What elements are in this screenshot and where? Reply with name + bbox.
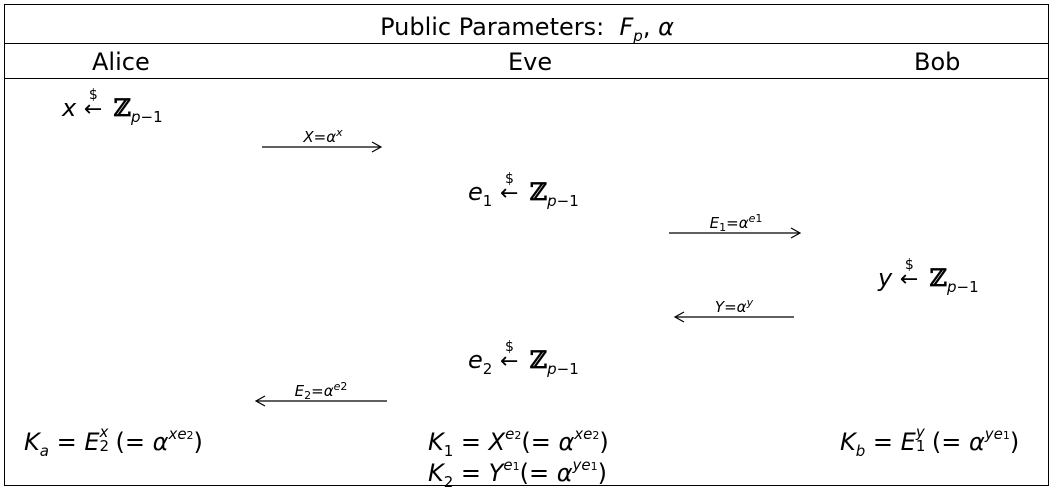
protocol-frame	[4, 4, 1049, 486]
eve-sample-step-1: e1 $← ℤp−1	[468, 171, 579, 210]
eve-key-1: K1 = Xe2(= αxe2)	[428, 425, 609, 460]
message-e1-to-bob: E1=αe1	[669, 210, 803, 240]
arrow-left-icon	[254, 395, 387, 407]
column-bob: Bob	[914, 48, 961, 76]
column-eve: Eve	[508, 48, 553, 76]
bob-sample-step: y $← ℤp−1	[878, 257, 979, 296]
arrow-right-icon	[669, 227, 802, 239]
message-y-to-eve: Y=αy	[673, 294, 795, 324]
eve-key-2: K2 = Ye1(= αye1)	[428, 456, 607, 491]
arrow-right-icon	[262, 141, 383, 153]
column-header-divider	[4, 78, 1049, 79]
message-x-to-eve: X=αx	[262, 124, 384, 154]
message-e2-to-alice: E2=αe2	[254, 378, 388, 408]
public-parameters: Public Parameters: Fp, α	[380, 13, 674, 45]
header-divider	[4, 43, 1049, 44]
eve-sample-step-2: e2 $← ℤp−1	[468, 339, 579, 378]
alice-sample-step: x $← ℤp−1	[62, 87, 163, 126]
column-alice: Alice	[92, 48, 150, 76]
arrow-left-icon	[673, 311, 794, 323]
